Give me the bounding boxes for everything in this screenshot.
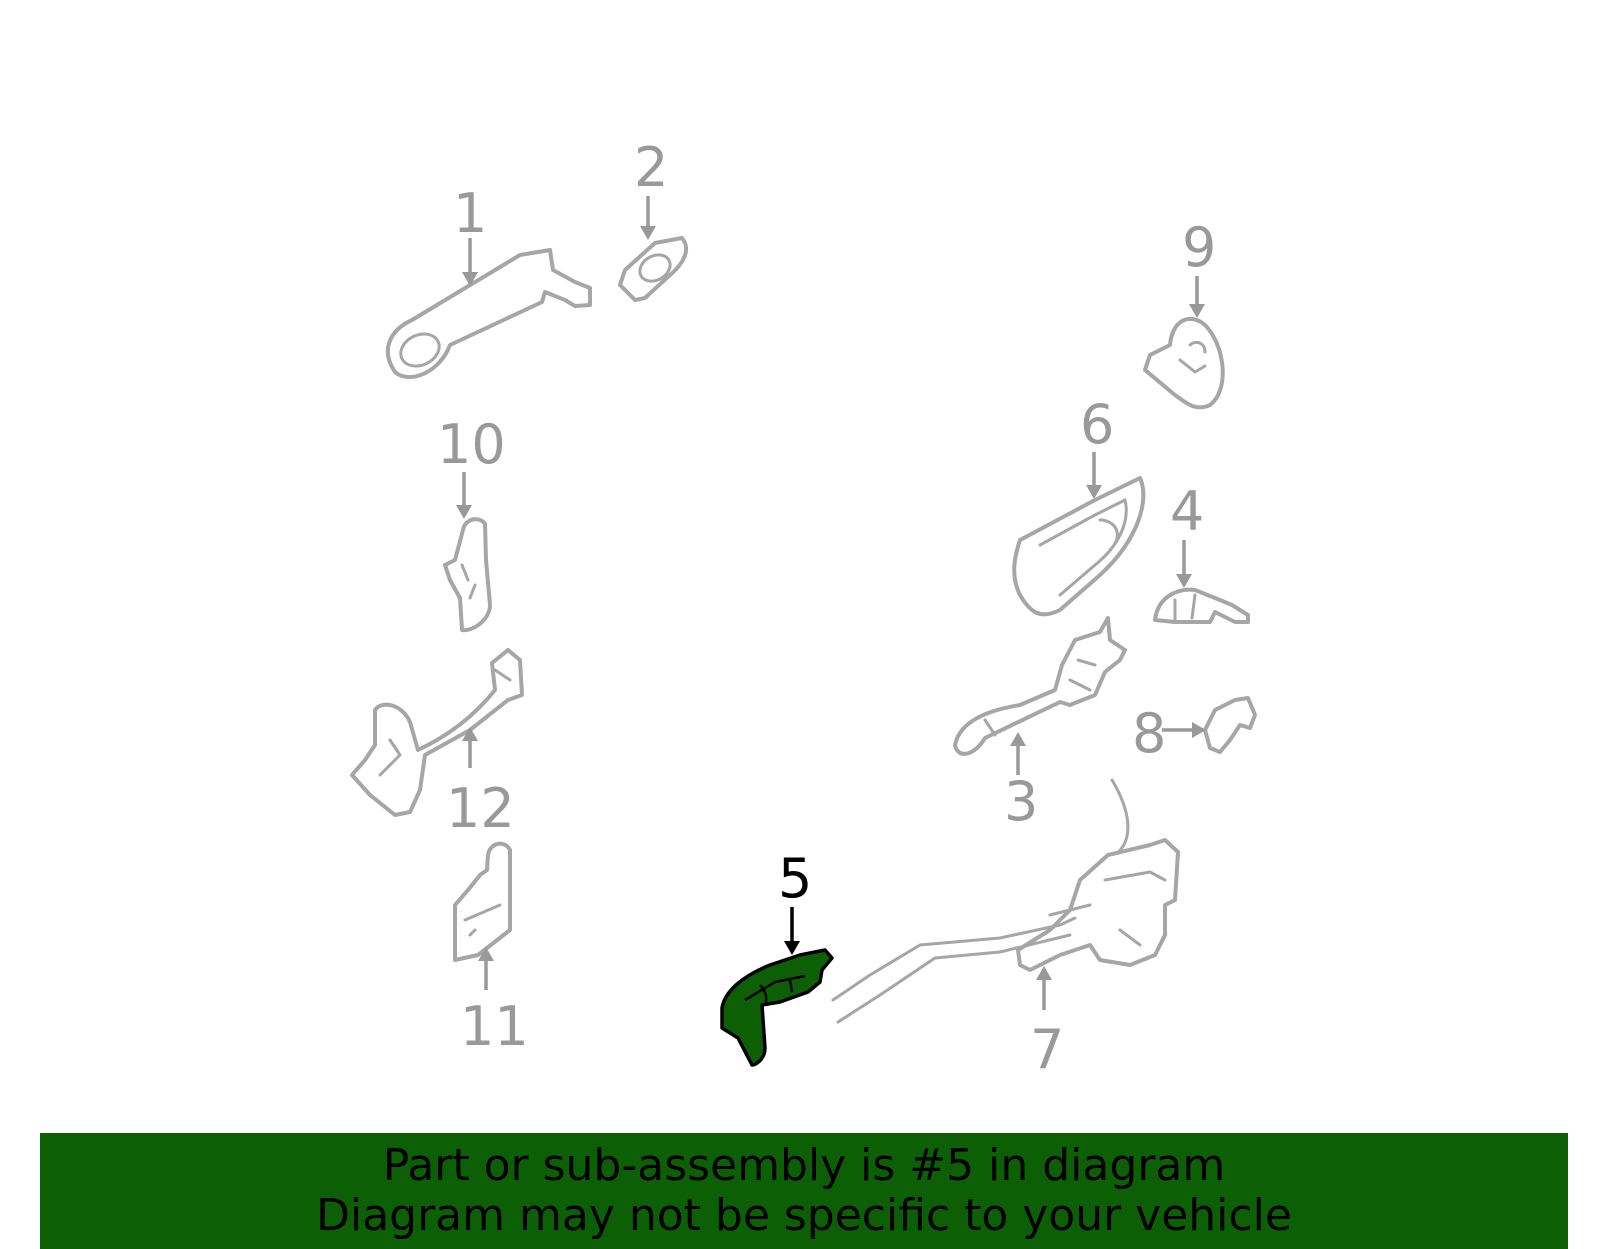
callout-1: 1 (453, 182, 487, 245)
callout-9: 9 (1182, 216, 1216, 279)
callout-8: 8 (1132, 702, 1166, 765)
callout-4: 4 (1170, 480, 1204, 543)
callout-11: 11 (460, 995, 529, 1058)
part-5-inside-handle[interactable] (720, 948, 834, 1067)
part-1-outside-handle[interactable] (385, 248, 592, 380)
banner-line-1: Part or sub-assembly is #5 in diagram (382, 1140, 1226, 1191)
callout-5: 5 (778, 847, 812, 910)
callout-10: 10 (437, 413, 506, 476)
callout-6: 6 (1080, 393, 1114, 456)
callout-12: 12 (446, 777, 515, 840)
callout-2: 2 (634, 136, 668, 199)
callout-3: 3 (1004, 770, 1038, 833)
part-7-door-latch[interactable] (831, 778, 1180, 1024)
part-11-hinge[interactable] (453, 841, 512, 962)
banner-line-2: Diagram may not be specific to your vehi… (316, 1190, 1292, 1241)
part-2-handle-cap[interactable] (618, 236, 689, 302)
part-8-clip[interactable] (1203, 696, 1257, 754)
part-12-door-check[interactable] (350, 648, 524, 817)
info-banner: Part or sub-assembly is #5 in diagram Di… (40, 1133, 1568, 1249)
callout-7: 7 (1030, 1018, 1064, 1081)
part-3-latch-bracket[interactable] (953, 616, 1127, 756)
part-9-striker[interactable] (1143, 316, 1225, 410)
part-10-door-check-pin[interactable] (443, 517, 492, 633)
part-6-inside-handle-bezel[interactable] (1012, 476, 1146, 617)
part-4-rod-clip[interactable] (1153, 587, 1250, 624)
